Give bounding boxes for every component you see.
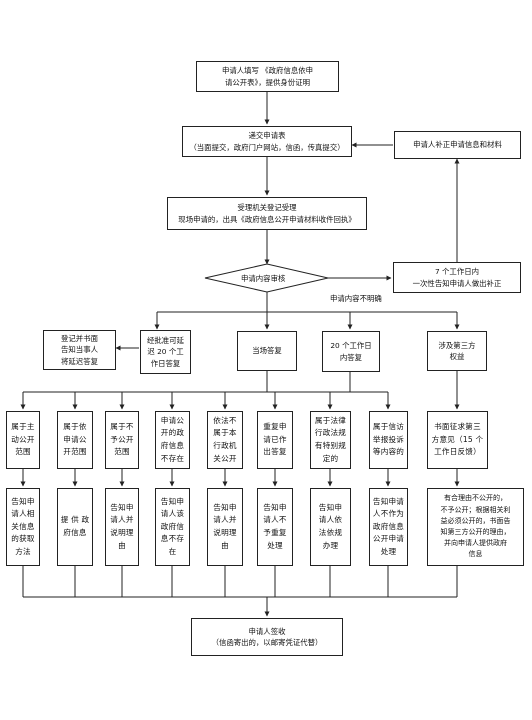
review-label: 申请内容审核 bbox=[241, 274, 286, 283]
category-active-disclosure: 属于主 动公开 范围 bbox=[6, 411, 40, 469]
onsite-reply-box: 当场答复 bbox=[237, 331, 297, 371]
supplement-box: 申请人补正申请信息和材料 bbox=[394, 131, 521, 159]
action-provide-info: 提 供 政 府信息 bbox=[57, 488, 93, 566]
action-explain-reason-1: 告知申 请人并 说明理 由 bbox=[105, 488, 139, 566]
third-party-box: 涉及第三方 权益 bbox=[427, 331, 487, 371]
submit-box: 递交申请表 （当面提交，政府门户网站，信函，传真提交） bbox=[182, 126, 352, 157]
notify-supplement-box: 7 个工作日内 一次性告知申请人做出补正 bbox=[393, 262, 521, 293]
action-tell-how-to-obtain: 告知申 请人相 关信息 的获取 方法 bbox=[6, 488, 40, 566]
category-petition: 属于信访 举报投诉 等内容的 bbox=[369, 411, 408, 469]
action-not-handled: 告知申请 人不作为 政府信息 公开申请 处理 bbox=[369, 488, 408, 566]
category-not-exist: 申请公 开的政 府信息 不存在 bbox=[155, 411, 190, 469]
fill-form-box: 申请人填写 《政府信息依申 请公开表》，提供身份证明 bbox=[196, 61, 339, 92]
action-info-not-exist: 告知申 请人该 政府信 息不存 在 bbox=[155, 488, 190, 566]
category-other-agency: 依法不 属于本 行政机 关公开 bbox=[207, 411, 243, 469]
register-box: 受理机关登记受理 现场申请的，出具《政府信息公开申请材料收件回执》 bbox=[167, 197, 367, 230]
delay-approval-box: 经批准可延 迟 20 个工 作日答复 bbox=[140, 330, 191, 374]
category-not-disclosed: 属于不 予公开 范围 bbox=[105, 411, 139, 469]
action-third-party-decision: 有合理由不公开的， 不予公开；根据相关利 益必须公开的，书面告 知第三方公开的理… bbox=[427, 488, 524, 566]
action-explain-reason-2: 告知申 请人并 说明理 由 bbox=[207, 488, 243, 566]
action-no-repeat: 告知申 请人不 予重复 处理 bbox=[257, 488, 293, 566]
category-third-party-consult: 书面征求第三 方意见（15 个 工作日反馈） bbox=[427, 411, 488, 469]
twenty-day-reply-box: 20 个工作日 内答复 bbox=[322, 331, 380, 372]
category-on-request: 属于依 申请公 开范围 bbox=[57, 411, 93, 469]
unclear-label: 申请内容不明确 bbox=[330, 294, 382, 303]
category-special-law: 属于法律 行政法规 有特别规 定的 bbox=[310, 411, 351, 469]
final-sign-box: 申请人签收 （信函寄出的，以邮寄凭证代替） bbox=[191, 618, 343, 656]
delay-notice-box: 登记并书面 告知当事人 将延迟答复 bbox=[43, 330, 116, 370]
action-per-law: 告知申 请人依 法依规 办理 bbox=[310, 488, 351, 566]
review-diamond bbox=[204, 263, 329, 293]
category-repeat-request: 重复申 请已作 出答复 bbox=[257, 411, 293, 469]
